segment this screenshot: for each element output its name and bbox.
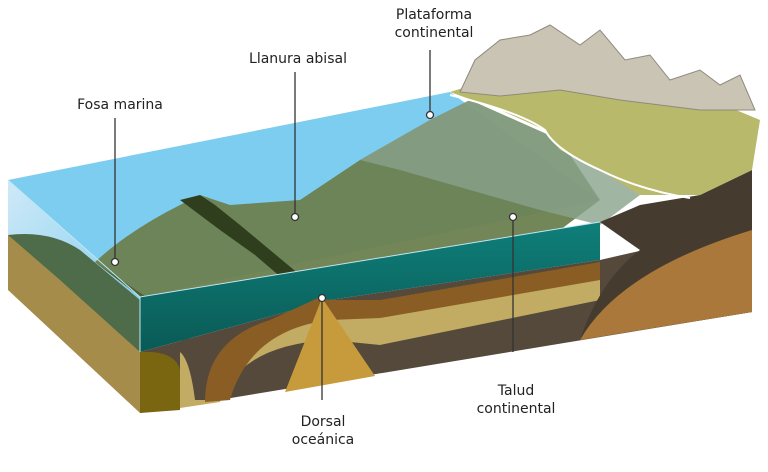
continental-slope (360, 100, 640, 225)
label-dorsal-oceanica: Dorsal oceánica (292, 413, 355, 449)
trench-left-block (140, 351, 180, 413)
oceanic-crust-light (180, 270, 600, 408)
magma-chamber (285, 298, 375, 392)
front-water (140, 222, 600, 352)
mountains (459, 24, 756, 111)
marker-plataforma (425, 110, 435, 120)
label-fosa-marina: Fosa marina (77, 97, 163, 113)
marker-dorsal (317, 293, 327, 303)
marker-talud (508, 212, 518, 222)
oceanic-crust-brown (205, 262, 600, 402)
label-line: Plataforma (395, 7, 473, 23)
label-line: Dorsal (300, 414, 346, 430)
label-line: continental (476, 401, 556, 417)
label-talud-continental: Talud continental (477, 382, 556, 418)
marker-llanura (290, 212, 300, 222)
label-llanura-abisal: Llanura abisal (249, 51, 347, 67)
label-plataforma-continental: Plataforma continental (395, 6, 474, 42)
label-line: Talud (497, 383, 535, 399)
continental-crust-light (580, 230, 752, 340)
label-line: oceánica (291, 432, 355, 448)
label-line: continental (394, 25, 474, 41)
left-face-ground (8, 235, 140, 413)
coastline-foam (449, 94, 691, 199)
marker-fosa (110, 257, 120, 267)
